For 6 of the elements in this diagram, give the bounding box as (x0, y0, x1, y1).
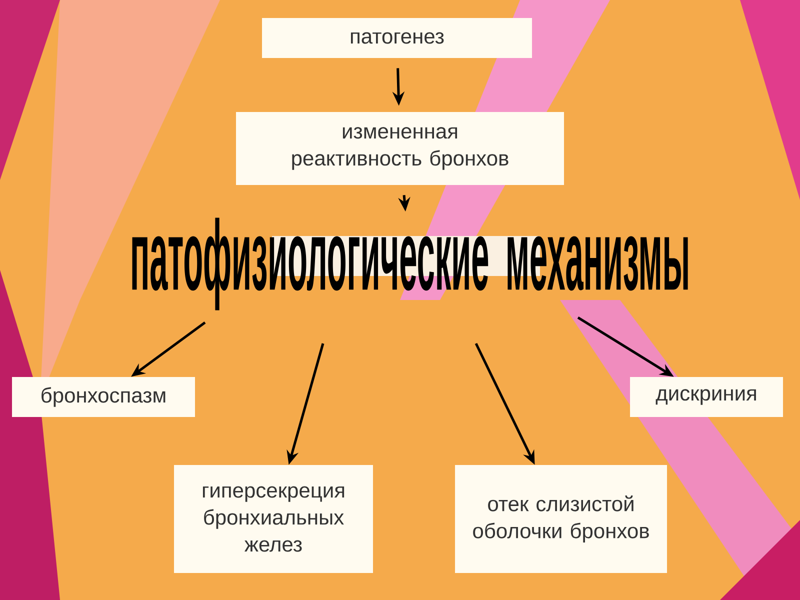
text-box: измененная реактивность бронхов (236, 112, 564, 185)
text-box: патогенез (262, 18, 532, 58)
text-box: гиперсекреция бронхиальных желез (174, 465, 373, 573)
text-box: бронхоспазм (12, 377, 195, 417)
text-box: дискриния (630, 377, 783, 417)
text-box: отек слизистой оболочки бронхов (455, 465, 667, 573)
